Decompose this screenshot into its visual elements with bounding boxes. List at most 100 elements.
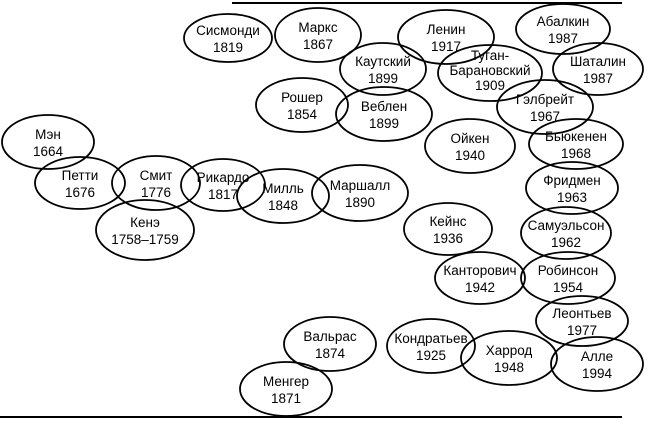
node-name: Менгер	[263, 374, 309, 389]
node-ellipse	[515, 3, 611, 55]
node-year: 1948	[494, 360, 524, 375]
node-name: Гэлбрейт	[516, 92, 574, 107]
node-year: 1874	[315, 346, 346, 361]
node-menger: Менгер 1871	[239, 361, 333, 417]
node-ellipse	[274, 7, 362, 63]
node-name: Самуэльсон	[528, 218, 605, 233]
nodes-layer: Сисмонди1819Маркс1867Ленин1917Абалкин198…	[1, 3, 644, 417]
node-name: Робинсон	[538, 263, 599, 278]
node-year: 1917	[431, 39, 461, 54]
node-year: 1899	[369, 116, 399, 131]
node-ellipse	[552, 42, 644, 96]
node-ellipse	[520, 251, 616, 305]
node-name: Абалкин	[537, 14, 590, 29]
node-ellipse	[183, 13, 273, 63]
node-friedman: Фридмен 1963	[525, 161, 619, 215]
node-name: Рошер	[281, 90, 323, 105]
node-ellipse	[1, 114, 95, 170]
node-name: Вальрас	[303, 329, 356, 344]
node-ellipse	[95, 199, 195, 261]
node-name: Бьюкенен	[545, 129, 607, 144]
node-year: 1954	[553, 280, 584, 295]
node-name: Шаталин	[570, 54, 626, 69]
node-name: Смит	[140, 168, 173, 183]
node-ellipse	[386, 318, 476, 374]
node-robinson: Робинсон 1954	[520, 251, 616, 305]
node-name: Веблен	[361, 99, 407, 114]
node-year: 1968	[561, 146, 591, 161]
node-name: Кейнс	[429, 214, 466, 229]
node-name-part2: Барановский	[449, 63, 530, 78]
node-walras: Вальрас 1874	[283, 316, 377, 372]
node-name: Кондратьев	[394, 331, 467, 346]
node-name-part1: Туган-	[471, 48, 509, 63]
node-year: 1925	[416, 348, 446, 363]
node-ellipse	[311, 164, 409, 222]
node-year: 1940	[455, 148, 485, 163]
node-year: 1871	[271, 391, 301, 406]
node-ellipse	[239, 361, 333, 417]
node-sismondi: Сисмонди 1819	[183, 13, 273, 63]
node-ellipse	[335, 86, 433, 142]
node-ellipse	[434, 251, 526, 305]
node-year: 1994	[582, 366, 613, 381]
node-year: 1848	[268, 198, 298, 213]
node-year: 1758–1759	[111, 232, 179, 247]
node-mill: Милль 1848	[236, 168, 330, 224]
node-ellipse	[255, 77, 349, 133]
node-quesnay: Кенэ 1758–1759	[95, 199, 195, 261]
node-name: Харрод	[486, 343, 533, 358]
node-harrod: Харрод 1948	[460, 330, 558, 386]
node-ellipse	[550, 336, 644, 392]
node-ellipse	[34, 156, 126, 210]
node-year: 1963	[557, 190, 587, 205]
node-kautsky: Каутский 1899	[339, 42, 427, 96]
node-ellipse	[525, 161, 619, 215]
node-year: 1942	[465, 280, 495, 295]
node-year: 1867	[303, 37, 333, 52]
node-name: Мэн	[35, 127, 61, 142]
node-name: Кенэ	[130, 215, 160, 230]
node-ellipse	[180, 158, 266, 212]
node-name: Маркс	[298, 20, 337, 35]
node-ellipse	[437, 44, 543, 102]
node-ricardo: Рикардо 1817	[180, 158, 266, 212]
node-kantorovich: Канторович 1942	[434, 251, 526, 305]
node-ellipse	[460, 330, 558, 386]
node-name: Ойкен	[450, 131, 489, 146]
node-name: Каутский	[355, 54, 411, 69]
node-year: 1819	[213, 40, 243, 55]
node-ellipse	[424, 118, 516, 174]
node-name: Канторович	[443, 263, 516, 278]
node-year: 1664	[33, 144, 64, 159]
node-year: 1817	[208, 187, 238, 202]
node-ellipse	[403, 202, 493, 256]
node-ellipse	[236, 168, 330, 224]
node-name: Рикардо	[197, 170, 250, 185]
node-name: Милль	[262, 181, 304, 196]
node-ellipse	[535, 295, 629, 347]
node-ellipse	[520, 206, 612, 260]
node-year: 1899	[368, 71, 398, 86]
node-ellipse	[496, 79, 594, 135]
node-ellipse	[397, 9, 495, 65]
node-year: 1977	[567, 323, 597, 338]
node-year: 1676	[65, 185, 95, 200]
node-year: 1890	[345, 195, 375, 210]
node-veblen: Веблен 1899	[335, 86, 433, 142]
node-name: Фридмен	[543, 173, 600, 188]
node-name: Сисмонди	[196, 23, 260, 38]
node-year: 1987	[583, 71, 613, 86]
